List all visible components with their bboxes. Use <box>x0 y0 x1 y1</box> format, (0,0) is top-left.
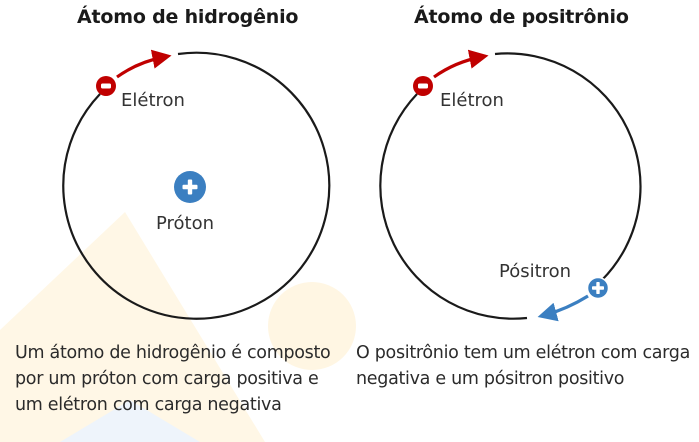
electron-label: Elétron <box>121 90 185 111</box>
proton-label: Próton <box>156 213 215 234</box>
proton-icon <box>174 171 206 203</box>
positron-label: Pósitron <box>499 261 572 282</box>
hydrogen-orbit <box>62 51 331 320</box>
background-circle-shape <box>268 282 356 370</box>
positronium-orbit-upper <box>494 52 642 281</box>
positronium-orbit-lower <box>379 93 528 320</box>
electron-label: Elétron <box>440 90 504 111</box>
positronium-diagram <box>379 49 642 322</box>
background-triangle-shape <box>0 212 265 442</box>
hydrogen-title: Átomo de hidrogênio <box>77 6 299 28</box>
positronium-caption: O positrônio tem um elétron com carga ne… <box>356 343 691 389</box>
positron-icon <box>586 276 610 300</box>
electron-arrow-icon <box>433 49 489 79</box>
electron-arrow-icon <box>116 49 172 79</box>
hydrogen-atom-diagram <box>62 49 331 320</box>
electron-icon <box>96 76 116 96</box>
hydrogen-caption: Um átomo de hidrogênio é composto por um… <box>15 343 331 415</box>
positron-arrow-icon <box>537 294 589 322</box>
electron-icon <box>413 76 433 96</box>
positronium-title: Átomo de positrônio <box>414 6 629 28</box>
background-blue-shape <box>60 400 200 442</box>
